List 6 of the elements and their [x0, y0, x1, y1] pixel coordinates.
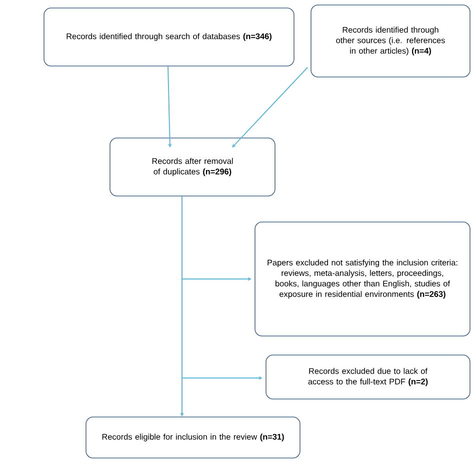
process-box: Records identified through search of databases (n=346) [44, 8, 294, 66]
process-box: Records identified through other sources (i.e. references in other articles) (n=4) [310, 4, 470, 78]
process-box: Records eligible for inclusion in the review (n=31) [86, 416, 300, 458]
process-box: Records excluded due to lack of access to the full-text PDF (n=2) [266, 354, 470, 400]
process-box: Papers excluded not satisfying the inclusion criteria: reviews, meta-analysis, letters, proceedings, books, languages other than English, studies of exposure in residential environments (n=263) [254, 222, 470, 336]
process-box: Records after removal of duplicates (n=296) [110, 138, 276, 196]
